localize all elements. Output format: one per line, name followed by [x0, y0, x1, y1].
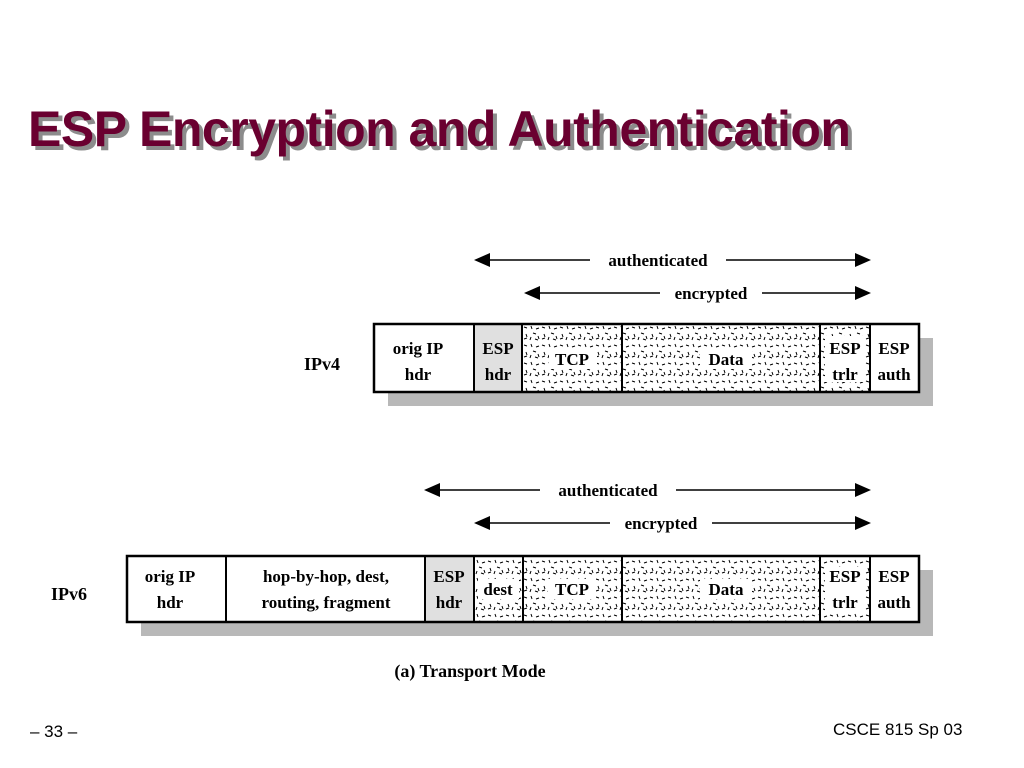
- ipv6-esp-trlr-line1: ESP: [829, 567, 860, 586]
- ipv4-esp-auth-line1: ESP: [878, 339, 909, 358]
- ipv6-tcp-label: TCP: [555, 580, 589, 599]
- ipv6-field-dest: dest: [478, 579, 519, 599]
- ipv6-ext-hdrs-line1: hop-by-hop, dest,: [263, 567, 389, 586]
- ipv6-field-orig-ip-hdr: orig IP hdr: [145, 567, 196, 612]
- ipv6-row-label: IPv6: [51, 584, 87, 604]
- ipv6-field-esp-auth: ESP auth: [877, 567, 911, 612]
- ipv6-authenticated-label: authenticated: [558, 481, 658, 500]
- ipv6-packet: orig IP hdr hop-by-hop, dest, routing, f…: [125, 554, 933, 636]
- ipv6-esp-hdr-line2: hdr: [436, 593, 463, 612]
- ipv6-esp-auth-line2: auth: [877, 593, 911, 612]
- ipv6-field-extension-headers: hop-by-hop, dest, routing, fragment: [261, 567, 390, 612]
- ipv6-dest-label: dest: [483, 580, 513, 599]
- ipv4-field-esp-auth: ESP auth: [877, 339, 911, 384]
- ipv4-field-esp-hdr: ESP hdr: [482, 339, 513, 384]
- ipv6-data-label: Data: [709, 580, 744, 599]
- ipv4-field-esp-trlr: ESP trlr: [825, 336, 865, 384]
- course-label: CSCE 815 Sp 03: [833, 720, 963, 739]
- ipv6-orig-ip-line2: hdr: [157, 593, 184, 612]
- ipv4-esp-trlr-line2: trlr: [832, 365, 858, 384]
- ipv4-esp-hdr-line2: hdr: [485, 365, 512, 384]
- ipv4-authenticated-range: authenticated: [474, 250, 871, 270]
- ipv4-authenticated-label: authenticated: [608, 251, 708, 270]
- ipv4-field-data: Data: [700, 349, 752, 369]
- slide-title: ESP Encryption and Authentication: [28, 101, 851, 157]
- ipv6-encrypted-label: encrypted: [625, 514, 698, 533]
- ipv4-row-label: IPv4: [304, 354, 340, 374]
- ipv6-orig-ip-line1: orig IP: [145, 567, 196, 586]
- ipv6-field-esp-hdr: ESP hdr: [433, 567, 464, 612]
- ipv4-encrypted-range: encrypted: [524, 283, 871, 303]
- ipv4-orig-ip-line2: hdr: [405, 365, 432, 384]
- ipv6-authenticated-range: authenticated: [424, 480, 871, 500]
- ipv6-ext-hdrs-line2: routing, fragment: [261, 593, 390, 612]
- ipv4-orig-ip-line1: orig IP: [393, 339, 444, 358]
- ipv6-field-data: Data: [700, 579, 752, 599]
- ipv6-field-tcp: TCP: [548, 579, 596, 599]
- ipv4-packet: orig IP hdr ESP hdr TCP Data ESP trlr ES…: [372, 322, 933, 406]
- ipv4-field-tcp: TCP: [549, 349, 597, 369]
- diagram-caption: (a) Transport Mode: [394, 661, 545, 682]
- ipv4-encrypted-label: encrypted: [675, 284, 748, 303]
- ipv6-esp-trlr-line2: trlr: [832, 593, 858, 612]
- ipv4-esp-auth-line2: auth: [877, 365, 911, 384]
- ipv4-tcp-label: TCP: [555, 350, 589, 369]
- ipv4-data-label: Data: [709, 350, 744, 369]
- ipv4-esp-trlr-line1: ESP: [829, 339, 860, 358]
- ipv6-encrypted-range: encrypted: [474, 513, 871, 533]
- page-number: – 33 –: [30, 722, 78, 741]
- ipv4-esp-hdr-line1: ESP: [482, 339, 513, 358]
- ipv6-esp-hdr-line1: ESP: [433, 567, 464, 586]
- ipv6-field-esp-trlr: ESP trlr: [825, 567, 865, 613]
- ipv4-field-orig-ip-hdr: orig IP hdr: [393, 339, 444, 384]
- ipv6-esp-auth-line1: ESP: [878, 567, 909, 586]
